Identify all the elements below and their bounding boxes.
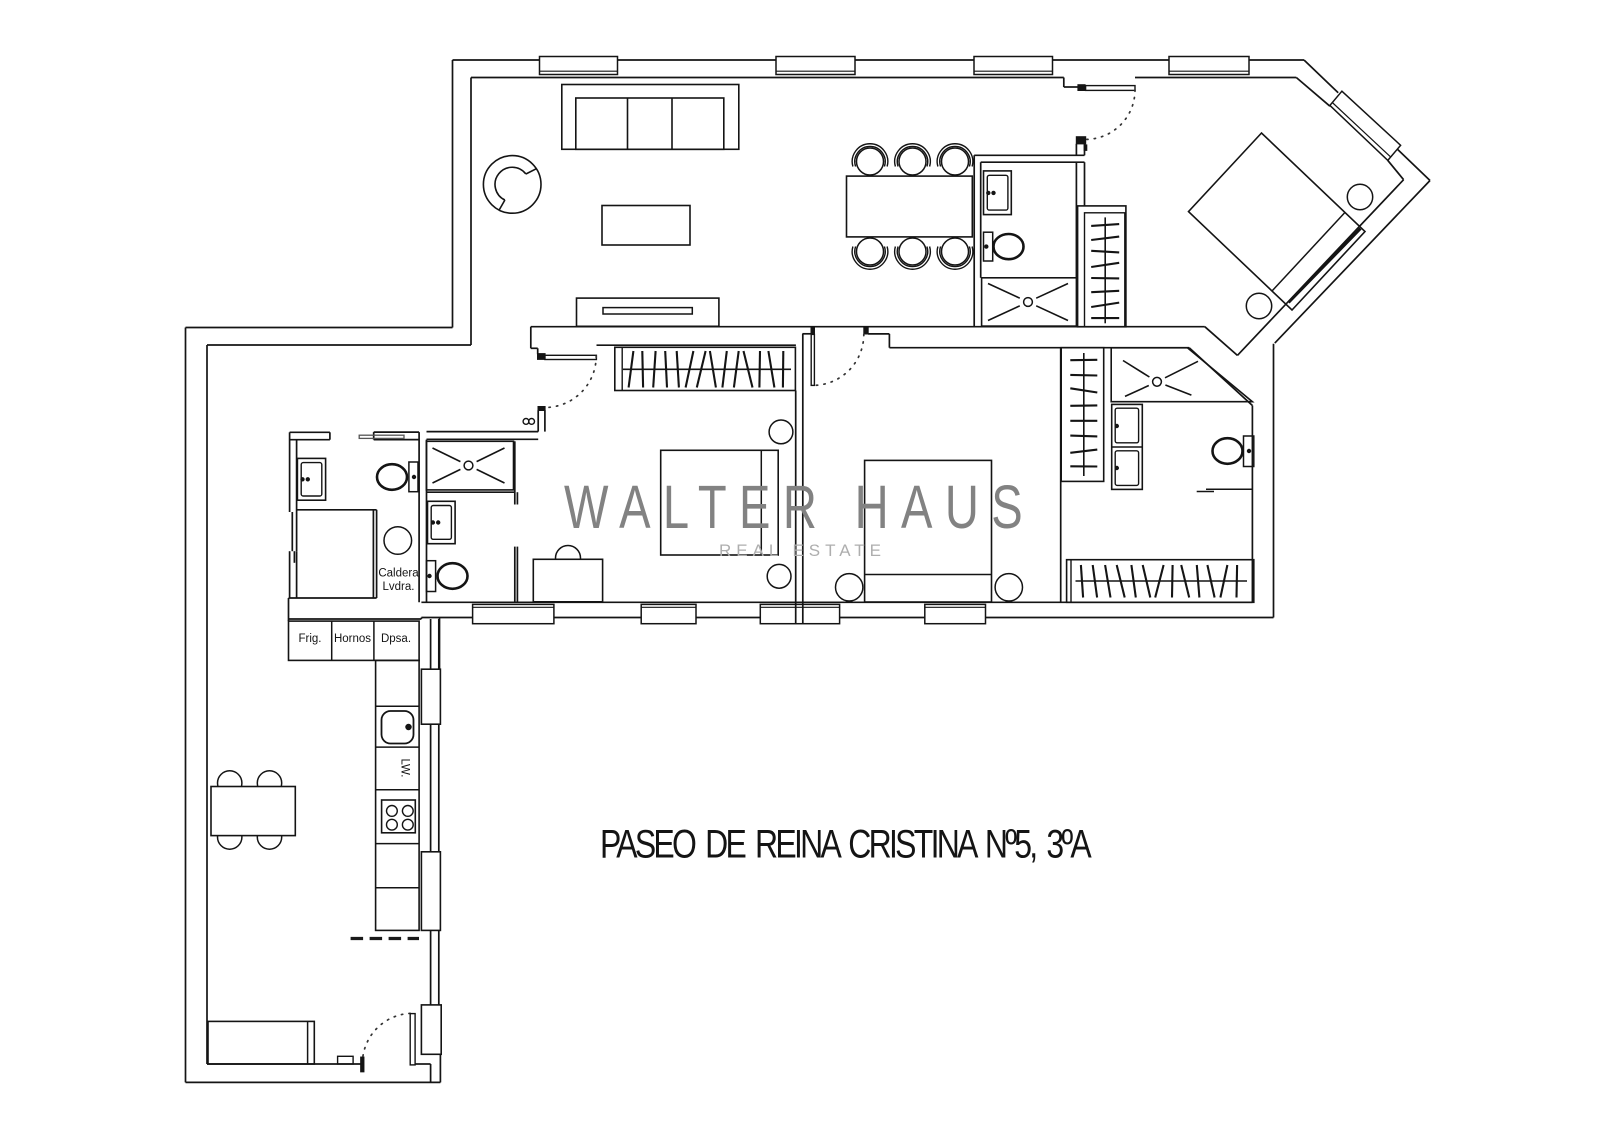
svg-text:Caldera: Caldera <box>378 568 419 580</box>
svg-text:REAL ESTATE: REAL ESTATE <box>719 541 881 560</box>
svg-text:WALTER HAUS: WALTER HAUS <box>564 473 1035 541</box>
svg-text:Hornos: Hornos <box>334 633 371 645</box>
svg-text:Dpsa.: Dpsa. <box>381 633 411 645</box>
svg-text:LW.: LW. <box>399 759 411 778</box>
svg-text:Lvdra.: Lvdra. <box>383 581 415 593</box>
svg-text:PASEO DE REINA CRISTINA Nº5, 3: PASEO DE REINA CRISTINA Nº5, 3ºA <box>600 823 1092 867</box>
svg-text:Frig.: Frig. <box>299 633 322 645</box>
